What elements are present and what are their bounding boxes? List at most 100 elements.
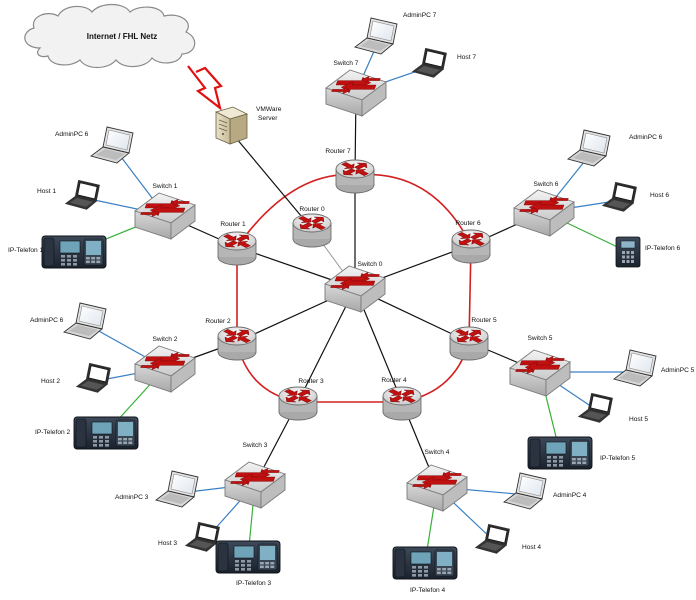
switch-icon xyxy=(406,464,468,512)
switch-4[interactable]: Switch 4 xyxy=(406,449,468,512)
link-cloud-server xyxy=(187,65,223,111)
switch-3[interactable]: Switch 3 xyxy=(224,442,286,509)
admin-pc-3[interactable]: AdminPC 3 xyxy=(115,470,199,508)
host-7[interactable]: Host 7 xyxy=(411,47,477,78)
switch-5[interactable]: Switch 5 xyxy=(509,335,571,397)
laptop-label: Host 1 xyxy=(37,188,56,195)
router-6[interactable]: Router 6 xyxy=(451,220,491,264)
router-label: Router 6 xyxy=(455,220,481,227)
ip-phone-icon xyxy=(215,540,281,574)
laptop-icon xyxy=(64,179,100,210)
link-r0-server xyxy=(230,131,313,230)
router-label: Router 3 xyxy=(298,378,324,385)
ip-phone-4[interactable]: IP-Telefon 4 xyxy=(392,546,458,594)
router-4[interactable]: Router 4 xyxy=(381,377,422,421)
host-6[interactable]: Host 6 xyxy=(601,181,670,212)
router-5[interactable]: Router 5 xyxy=(449,317,497,361)
admin-pc-7[interactable]: AdminPC 7 xyxy=(353,12,437,55)
vmware-server[interactable]: VMWare Server xyxy=(214,106,282,145)
switch-6[interactable]: Switch 6 xyxy=(513,181,575,237)
router-label: Router 0 xyxy=(299,206,325,213)
laptop-label: Host 7 xyxy=(457,54,476,61)
router-icon xyxy=(382,386,422,421)
admin-pc-4[interactable]: AdminPC 4 xyxy=(502,472,587,510)
ip-phone-icon xyxy=(615,236,641,268)
host-4[interactable]: Host 4 xyxy=(474,523,542,554)
laptop-icon xyxy=(89,126,134,164)
router-layer: Router 0 Router 1 Router 2 Router 3 Router 4… xyxy=(205,148,497,421)
router-label: Router 2 xyxy=(205,318,231,325)
host-2[interactable]: Host 2 xyxy=(41,362,111,393)
switch-7[interactable]: Switch 7 xyxy=(325,60,387,117)
switch-label: Switch 4 xyxy=(425,449,450,456)
laptop-label: Host 4 xyxy=(522,544,541,551)
admin-pc-2[interactable]: AdminPC 6 xyxy=(30,302,107,340)
ip-phone-label: IP-Telefon 2 xyxy=(35,429,71,436)
laptop-icon xyxy=(353,17,398,55)
ip-phone-2[interactable]: IP-Telefon 2 xyxy=(35,416,139,450)
router-icon xyxy=(292,213,332,248)
router-0[interactable]: Router 0 xyxy=(292,206,332,248)
cloud-icon xyxy=(24,3,196,69)
ip-phone-6[interactable]: IP-Telefon 6 xyxy=(615,236,681,268)
host-1[interactable]: Host 1 xyxy=(37,179,100,210)
internet-cloud[interactable]: Internet / FHL Netz xyxy=(24,3,196,69)
cloud-label: Internet / FHL Netz xyxy=(87,32,158,41)
switch-label: Switch 1 xyxy=(153,183,178,190)
ip-phone-1[interactable]: IP-Telefon 1 xyxy=(8,235,107,269)
laptop-label: Host 6 xyxy=(650,192,669,199)
laptop-icon xyxy=(154,470,199,508)
laptop-label: AdminPC 6 xyxy=(55,131,89,138)
admin-pc-6[interactable]: AdminPC 6 xyxy=(566,129,663,167)
laptop-label: AdminPC 6 xyxy=(629,134,663,141)
laptop-icon xyxy=(75,362,111,393)
switch-icon xyxy=(224,461,286,509)
host-5[interactable]: Host 5 xyxy=(577,392,649,423)
switch-label: Switch 2 xyxy=(153,336,178,343)
switch-0[interactable]: Switch 0 xyxy=(324,261,386,313)
router-1[interactable]: Router 1 xyxy=(217,221,257,266)
laptop-label: AdminPC 5 xyxy=(661,367,695,374)
ip-phone-label: IP-Telefon 5 xyxy=(600,455,636,462)
server-label-line2: Server xyxy=(258,115,278,122)
router-7[interactable]: Router 7 xyxy=(325,148,375,194)
server-label-line1: VMWare xyxy=(256,106,282,113)
router-label: Router 7 xyxy=(325,148,351,155)
phone-layer: IP-Telefon 1 IP-Telefon 2 IP-Telefon 3 IP-T… xyxy=(8,235,681,594)
ip-phone-label: IP-Telefon 6 xyxy=(645,245,681,252)
laptop-icon xyxy=(474,523,510,554)
admin-pc-1[interactable]: AdminPC 6 xyxy=(55,126,134,164)
ip-phone-3[interactable]: IP-Telefon 3 xyxy=(215,540,281,587)
switch-2[interactable]: Switch 2 xyxy=(134,336,196,393)
switch-label: Switch 5 xyxy=(528,335,553,342)
router-2[interactable]: Router 2 xyxy=(205,318,257,361)
server-icon xyxy=(214,106,249,145)
router-label: Router 4 xyxy=(381,377,407,384)
host-3[interactable]: Host 3 xyxy=(158,521,220,552)
router-icon xyxy=(449,326,489,361)
router-label: Router 5 xyxy=(471,317,497,324)
laptop-icon xyxy=(502,472,547,510)
ip-phone-label: IP-Telefon 3 xyxy=(236,580,272,587)
ip-phone-label: IP-Telefon 1 xyxy=(8,247,44,254)
router-3[interactable]: Router 3 xyxy=(278,378,324,421)
switch-label: Switch 7 xyxy=(334,60,359,67)
switch-label: Switch 0 xyxy=(358,261,383,268)
ip-phone-5[interactable]: IP-Telefon 5 xyxy=(527,436,636,470)
switch-label: Switch 6 xyxy=(534,181,559,188)
router-icon xyxy=(335,159,375,194)
admin-pc-5[interactable]: AdminPC 5 xyxy=(612,349,695,387)
ip-phone-label: IP-Telefon 4 xyxy=(410,587,446,594)
laptop-icon xyxy=(566,129,611,167)
switch-icon xyxy=(509,349,571,397)
laptop-icon xyxy=(62,302,107,340)
switch-1[interactable]: Switch 1 xyxy=(134,183,196,240)
laptop-label: Host 2 xyxy=(41,378,60,385)
router-label: Router 1 xyxy=(220,221,246,228)
switch-label: Switch 3 xyxy=(243,442,268,449)
ip-phone-icon xyxy=(41,235,107,269)
switch-icon xyxy=(134,192,196,240)
ip-phone-icon xyxy=(73,416,139,450)
laptop-label: AdminPC 6 xyxy=(30,317,64,324)
